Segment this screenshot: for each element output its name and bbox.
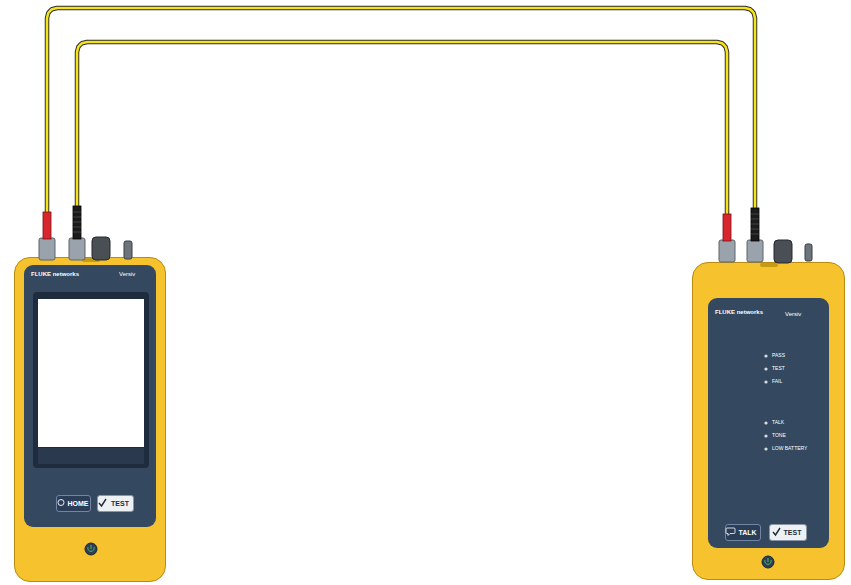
led-label: TEST (772, 366, 785, 371)
brand-logo: FLUKE networks (715, 309, 763, 315)
button-label: TEST (784, 529, 802, 536)
fiber-port (719, 240, 735, 262)
red-plug-boot (43, 212, 51, 239)
black-plug-boot (73, 206, 81, 239)
talk-button: TALK (725, 524, 761, 541)
port-cap (774, 240, 792, 263)
brand-logo: FLUKE networks (31, 271, 79, 277)
fiber-cable (77, 42, 727, 262)
boot-ribs (751, 214, 759, 234)
cable-jacket (77, 42, 727, 262)
fiber-port (747, 240, 763, 262)
button-label: TALK (738, 529, 756, 536)
led-label: FAIL (772, 379, 782, 384)
led-label: PASS (772, 353, 785, 358)
cable-layer (47, 8, 755, 262)
home-button: HOME (56, 495, 91, 512)
led-label: TONE (772, 433, 786, 438)
led-label: LOW BATTERY (772, 446, 807, 451)
red-plug-boot (723, 214, 731, 241)
led-label: TALK (772, 420, 784, 425)
boot-ribs (73, 212, 81, 232)
cable-jacket (47, 8, 755, 262)
model-logo: Versiv (785, 311, 801, 317)
model-logo: Versiv (119, 271, 135, 277)
button-label: HOME (68, 500, 89, 507)
cable-jacket-outline (77, 42, 727, 262)
black-plug-boot (751, 208, 759, 241)
button-label: TEST (111, 500, 129, 507)
test-button: TEST (97, 495, 134, 512)
usb-port (805, 244, 812, 261)
main-unit: FLUKE networks VersivHOME TEST (14, 257, 166, 582)
fiber-cable (47, 8, 755, 262)
cable-jacket-outline (47, 8, 755, 262)
remote-unit: FLUKE networks VersivTALK TEST (692, 262, 845, 580)
test-button: TEST (769, 524, 807, 541)
